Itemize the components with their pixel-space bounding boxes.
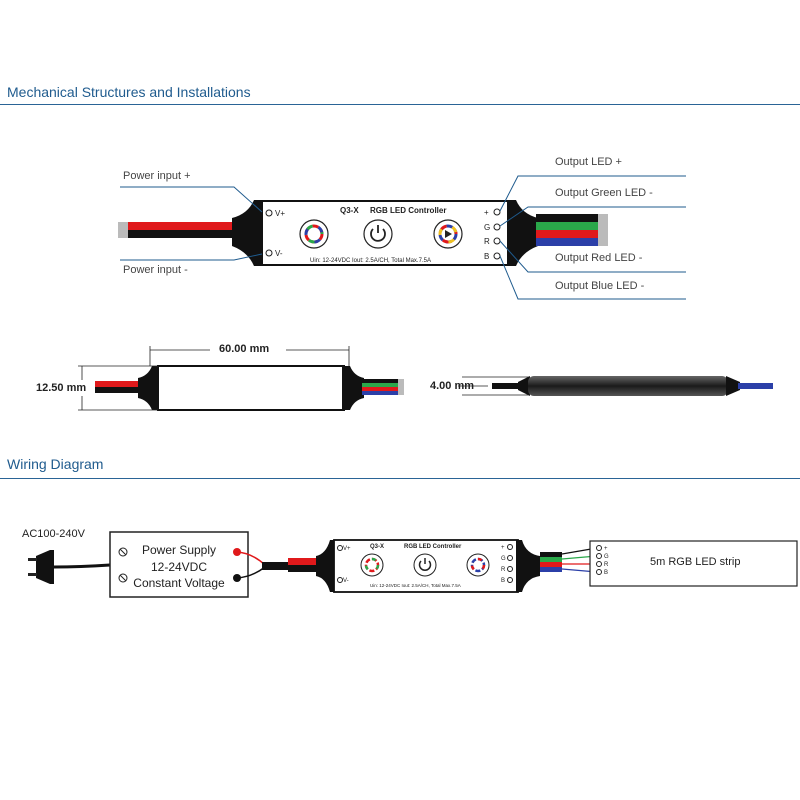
black-input-wire	[118, 230, 238, 238]
wiring-controller-model: Q3-X	[370, 544, 384, 550]
strip-pin-g: G	[604, 554, 609, 560]
psu-line-2: 12-24VDC	[150, 560, 208, 574]
label-ac-input: AC100-240V	[22, 528, 85, 540]
label-output-green: Output Green LED -	[555, 187, 653, 199]
mechanical-section-title: Mechanical Structures and Installations	[7, 84, 251, 100]
rgb-ring-icon	[304, 224, 324, 244]
ac-cable	[53, 563, 111, 569]
pin-label-r: R	[484, 237, 490, 246]
power-button	[363, 219, 393, 249]
leader-out-plus	[499, 175, 686, 212]
wiring-power-button	[413, 553, 437, 577]
label-power-input-minus: Power input -	[123, 264, 188, 276]
controller-profile	[528, 376, 728, 396]
red-input-wire	[118, 222, 238, 230]
leader-out-red	[499, 240, 686, 273]
pin-label-vplus: V+	[275, 209, 285, 218]
pin-label-vminus: V-	[275, 249, 283, 258]
power-supply-box	[109, 531, 249, 598]
pin-circle	[265, 209, 273, 217]
right-cap	[506, 200, 538, 266]
blue-output-wire	[536, 238, 606, 246]
leader-out-green	[499, 206, 686, 227]
dimension-thickness: 4.00 mm	[430, 380, 475, 392]
wiring-pin-vminus: V-	[343, 578, 349, 584]
led-strip-box	[589, 540, 798, 587]
label-led-strip: 5m RGB LED strip	[650, 556, 741, 568]
pin-label-b: B	[484, 252, 489, 261]
section-divider	[0, 104, 800, 105]
leader-power-minus	[120, 253, 263, 261]
rgb-ring-icon	[304, 224, 324, 244]
pin-circle	[493, 223, 501, 231]
leader-out-blue	[499, 255, 686, 300]
wiring-diagram: Q3-X RGB LED Controller Uin: 12-24VDC Io…	[28, 531, 798, 598]
red-output-wire	[536, 230, 606, 238]
leader-power-plus	[120, 186, 263, 213]
wiring-pin-vplus: V+	[343, 546, 351, 552]
wiring-pin-g: G	[501, 556, 506, 562]
dimension-length: 60.00 mm	[219, 343, 270, 355]
leader-lines	[120, 175, 686, 300]
psu-line-1: Power Supply	[141, 543, 217, 557]
profile-view	[458, 376, 773, 396]
label-output-led-plus: Output LED +	[555, 156, 622, 168]
wire-tip	[598, 214, 608, 246]
green-output-wire	[536, 222, 606, 230]
power-icon	[370, 228, 386, 242]
strip-pin-r: R	[604, 562, 609, 568]
section-divider	[0, 478, 800, 479]
pin-label-plus: +	[484, 208, 489, 217]
top-controller: Q3-X RGB LED Controller Uin: 12-24VDC Io…	[118, 200, 608, 266]
wire-tip	[118, 222, 128, 238]
black-output-wire	[536, 214, 606, 222]
pin-circle	[493, 208, 501, 216]
wiring-pin-plus: +	[501, 545, 505, 551]
rgb-ring-icon	[438, 224, 458, 244]
controller-name: RGB LED Controller	[370, 206, 446, 215]
strip-pin-b: B	[604, 570, 608, 576]
controller-specs: Uin: 12-24VDC Iout: 2.5A/CH, Total Max.7…	[310, 258, 431, 264]
front-view	[78, 346, 404, 411]
controller-model: Q3-X	[340, 206, 359, 215]
label-output-blue: Output Blue LED -	[555, 280, 645, 292]
wiring-pin-r: R	[501, 567, 506, 573]
label-power-input-plus: Power input +	[123, 170, 191, 182]
color-wheel-button-left	[299, 219, 329, 249]
wiring-controller-name: RGB LED Controller	[404, 544, 462, 550]
pin-label-g: G	[484, 223, 490, 232]
left-cap	[232, 200, 264, 266]
play-icon	[445, 230, 452, 238]
wiring-controller-specs: Uin: 12-24VDC Iout: 2.5A/CH, Total Max.7…	[370, 583, 461, 588]
power-icon	[418, 560, 432, 572]
ac-plug	[36, 550, 54, 584]
psu-line-3: Constant Voltage	[133, 576, 225, 590]
strip-pin-plus: +	[604, 546, 608, 552]
controller-top-outline	[157, 365, 345, 411]
label-output-red: Output Red LED -	[555, 252, 643, 264]
wiring-section-title: Wiring Diagram	[7, 456, 104, 472]
pin-circle	[265, 249, 273, 257]
rgb-ring-icon	[438, 224, 458, 244]
wiring-pin-b: B	[501, 578, 505, 584]
dimension-width: 12.50 mm	[36, 382, 87, 394]
